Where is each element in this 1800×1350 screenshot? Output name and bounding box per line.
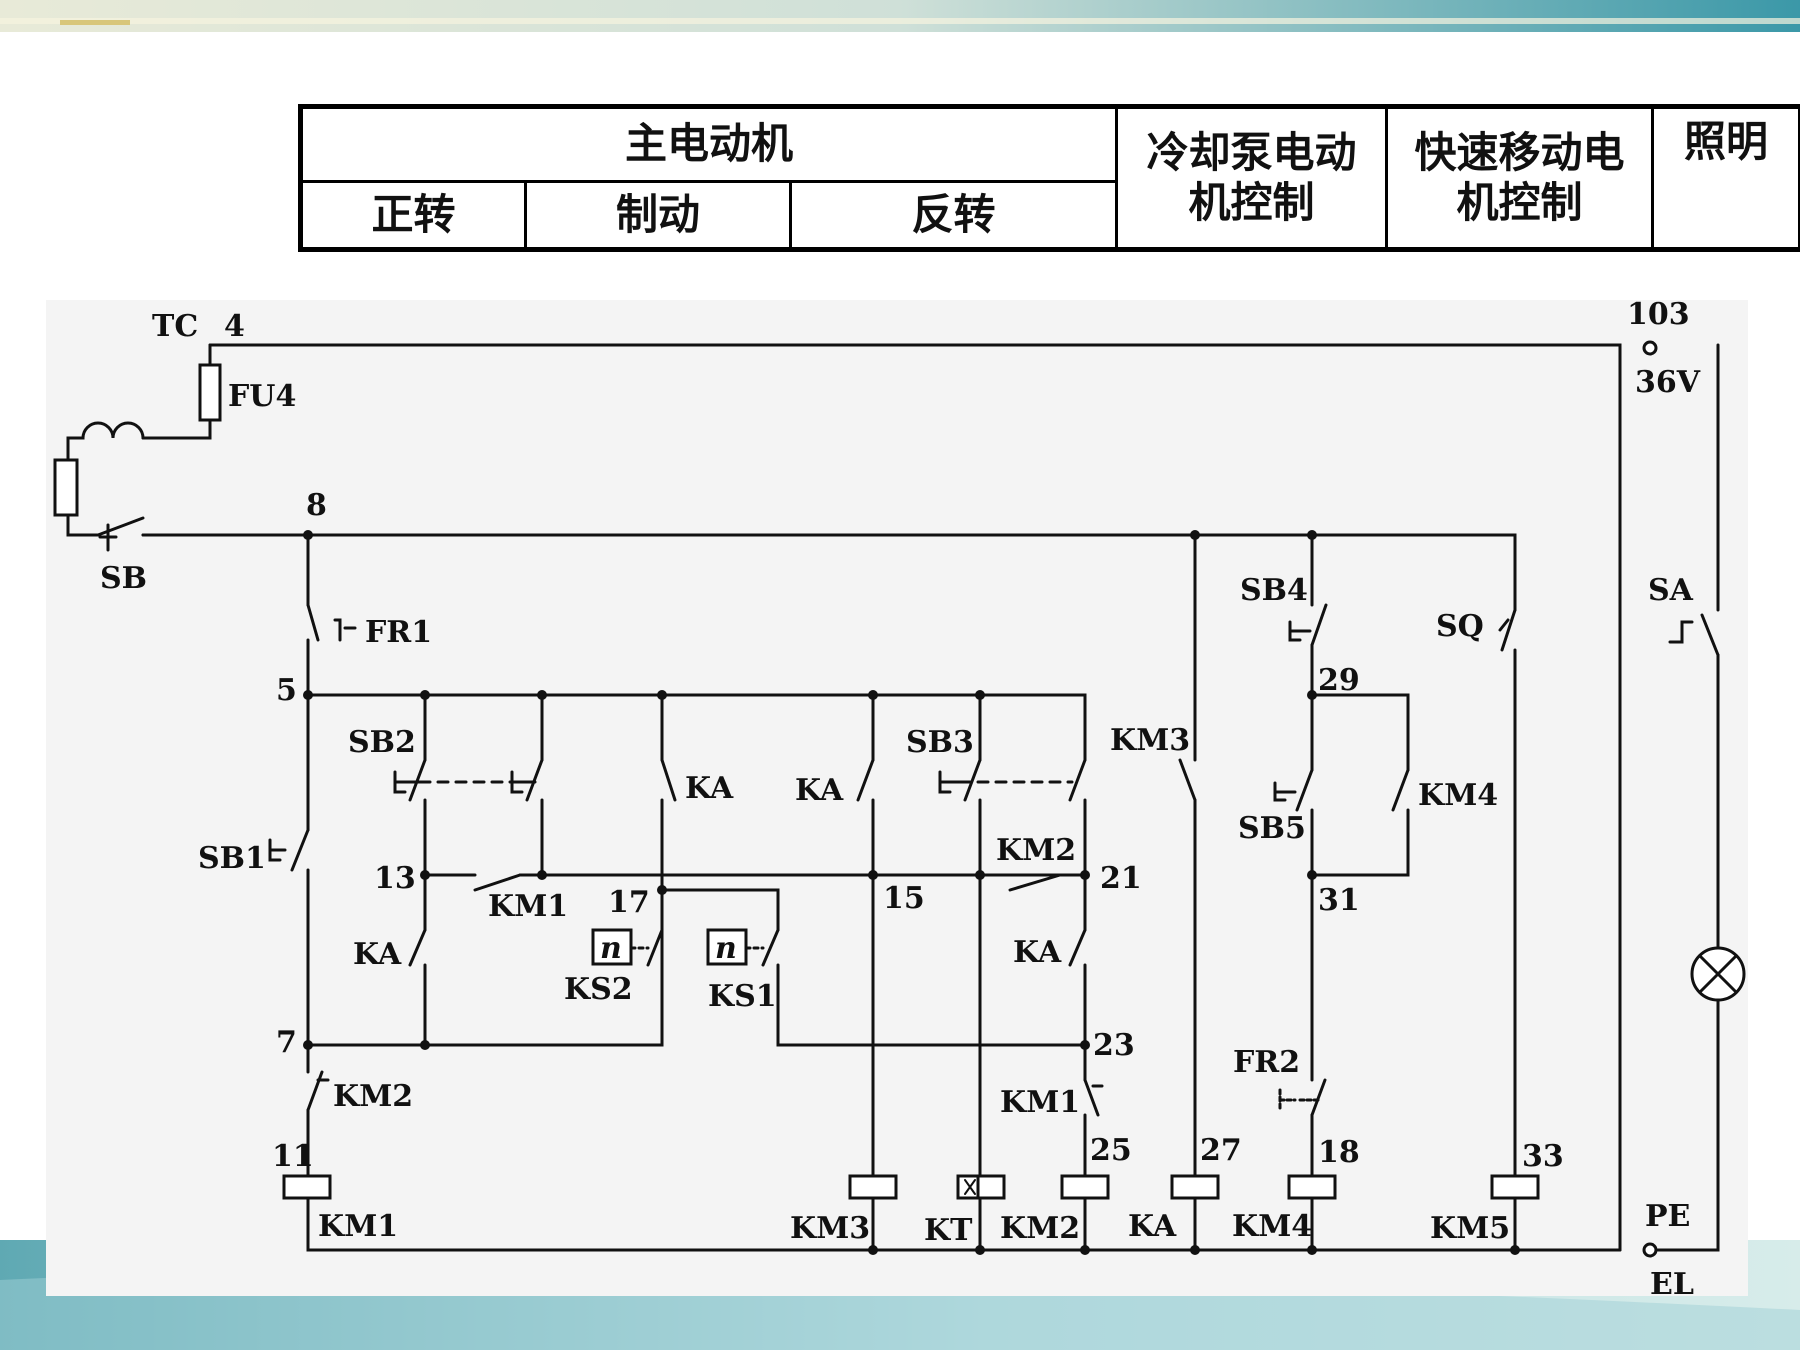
km4-coil-icon: [1287, 1174, 1337, 1200]
sb5-contact: [1295, 768, 1314, 812]
fr2-contact: [1310, 1078, 1327, 1117]
label-km2-contact: KM2: [996, 833, 1076, 868]
sb-switch-icon: [96, 516, 310, 537]
sb1-contact: [290, 828, 310, 872]
bus-5: [306, 693, 1087, 762]
fuse-left-icon: [53, 458, 79, 517]
sa-switch: [1700, 613, 1720, 657]
forward-header: 正转: [299, 179, 527, 252]
km1-coil-icon: [282, 1174, 332, 1200]
label-node-5: 5: [276, 673, 297, 708]
label-node-31: 31: [1318, 883, 1360, 918]
label-ks2: KS2: [564, 972, 633, 1007]
reverse-header: 反转: [788, 179, 1119, 252]
label-node-15: 15: [883, 881, 925, 916]
label-node-11: 11: [272, 1139, 314, 1174]
function-header-table: 主电动机 冷却泵电动机控制 快速移动电机控制 照明 正转 制动 反转: [298, 104, 1800, 252]
label-coil-km3: KM3: [790, 1211, 870, 1246]
ks2-speed-symbol: n: [600, 931, 622, 966]
label-node-33: 33: [1522, 1139, 1564, 1174]
label-sb2: SB2: [348, 725, 416, 760]
label-coil-km5: KM5: [1430, 1211, 1510, 1246]
label-node-7: 7: [276, 1025, 297, 1060]
label-ks1: KS1: [708, 979, 777, 1014]
ks2-contact: [646, 928, 664, 967]
label-node-13: 13: [374, 861, 416, 896]
label-fr1: FR1: [365, 615, 432, 650]
label-sb: SB: [100, 561, 147, 596]
label-node-23: 23: [1093, 1028, 1135, 1063]
label-sb5: SB5: [1238, 811, 1306, 846]
label-node-103: 103: [1627, 300, 1690, 332]
label-tc: TC: [152, 309, 198, 344]
control-circuit-diagram: TC 4 FU4 8 SB 103 36V FR1 5 SB2 KA KA SB…: [53, 300, 1746, 1296]
top-decorative-band: [0, 0, 1800, 32]
label-node-17: 17: [608, 885, 650, 920]
km2-coil-icon: [1060, 1174, 1110, 1200]
ks2-speed-box: [591, 928, 633, 966]
label-node-8: 8: [306, 488, 327, 523]
label-el: EL: [1650, 1267, 1694, 1296]
tc-winding-icon: [66, 421, 145, 462]
label-km1-nc: KM1: [1000, 1085, 1080, 1120]
km1-no-contact: [473, 873, 522, 892]
label-km1-contact: KM1: [488, 889, 568, 924]
km3-coil-icon: [848, 1174, 898, 1200]
label-sb4: SB4: [1240, 573, 1308, 608]
label-coil-ka: KA: [1128, 1209, 1177, 1244]
line-8: [141, 533, 1517, 612]
label-sb1: SB1: [198, 841, 266, 876]
label-km3-contact: KM3: [1110, 723, 1190, 758]
label-pe: PE: [1645, 1199, 1690, 1234]
label-coil-kt: KT: [924, 1213, 973, 1248]
label-coil-km1: KM1: [318, 1209, 398, 1244]
label-ka-right: KA: [1013, 935, 1062, 970]
label-coil-km4: KM4: [1232, 1209, 1312, 1244]
label-fr2: FR2: [1233, 1045, 1300, 1080]
km2-no-contact: [1008, 873, 1062, 892]
label-coil-km2: KM2: [1000, 1211, 1080, 1246]
label-node-25: 25: [1090, 1133, 1132, 1168]
sb4-contact: [1310, 603, 1328, 647]
label-node-27: 27: [1200, 1133, 1242, 1168]
lighting-header: 照明: [1651, 105, 1800, 251]
label-sq: SQ: [1436, 609, 1484, 644]
label-36v: 36V: [1635, 365, 1701, 400]
label-node-18: 18: [1318, 1135, 1360, 1170]
fu4-fuse: [198, 363, 222, 422]
km1-nc-contact: [1083, 1078, 1104, 1117]
label-node-4: 4: [224, 309, 245, 344]
label-sa: SA: [1648, 573, 1694, 608]
km2-nc-contact: [306, 1070, 330, 1112]
label-ka-mid: KA: [795, 773, 844, 808]
fr1-contact: [306, 603, 320, 642]
diagram-panel: TC 4 FU4 8 SB 103 36V FR1 5 SB2 KA KA SB…: [46, 300, 1748, 1296]
label-fu4: FU4: [228, 379, 296, 414]
label-km4-contact: KM4: [1418, 778, 1498, 813]
label-node-29: 29: [1318, 663, 1360, 698]
km5-coil-icon: [1490, 1174, 1540, 1200]
km4-no-contact: [1391, 768, 1410, 812]
braking-header: 制动: [524, 179, 792, 252]
rapid-traverse-header: 快速移动电机控制: [1385, 105, 1655, 251]
main-motor-header: 主电动机: [298, 105, 1119, 183]
ka-coil-icon: [1170, 1174, 1220, 1200]
supply-wire-top: [208, 343, 1622, 1252]
ks1-speed-symbol: n: [715, 931, 737, 966]
km3-no-contact: [1178, 758, 1197, 802]
label-ka-left: KA: [353, 937, 402, 972]
label-sb3: SB3: [906, 725, 974, 760]
coolant-pump-header: 冷却泵电动机控制: [1115, 105, 1389, 251]
label-node-21: 21: [1100, 861, 1142, 896]
label-km2-nc: KM2: [333, 1079, 413, 1114]
label-ka-top: KA: [685, 771, 734, 806]
